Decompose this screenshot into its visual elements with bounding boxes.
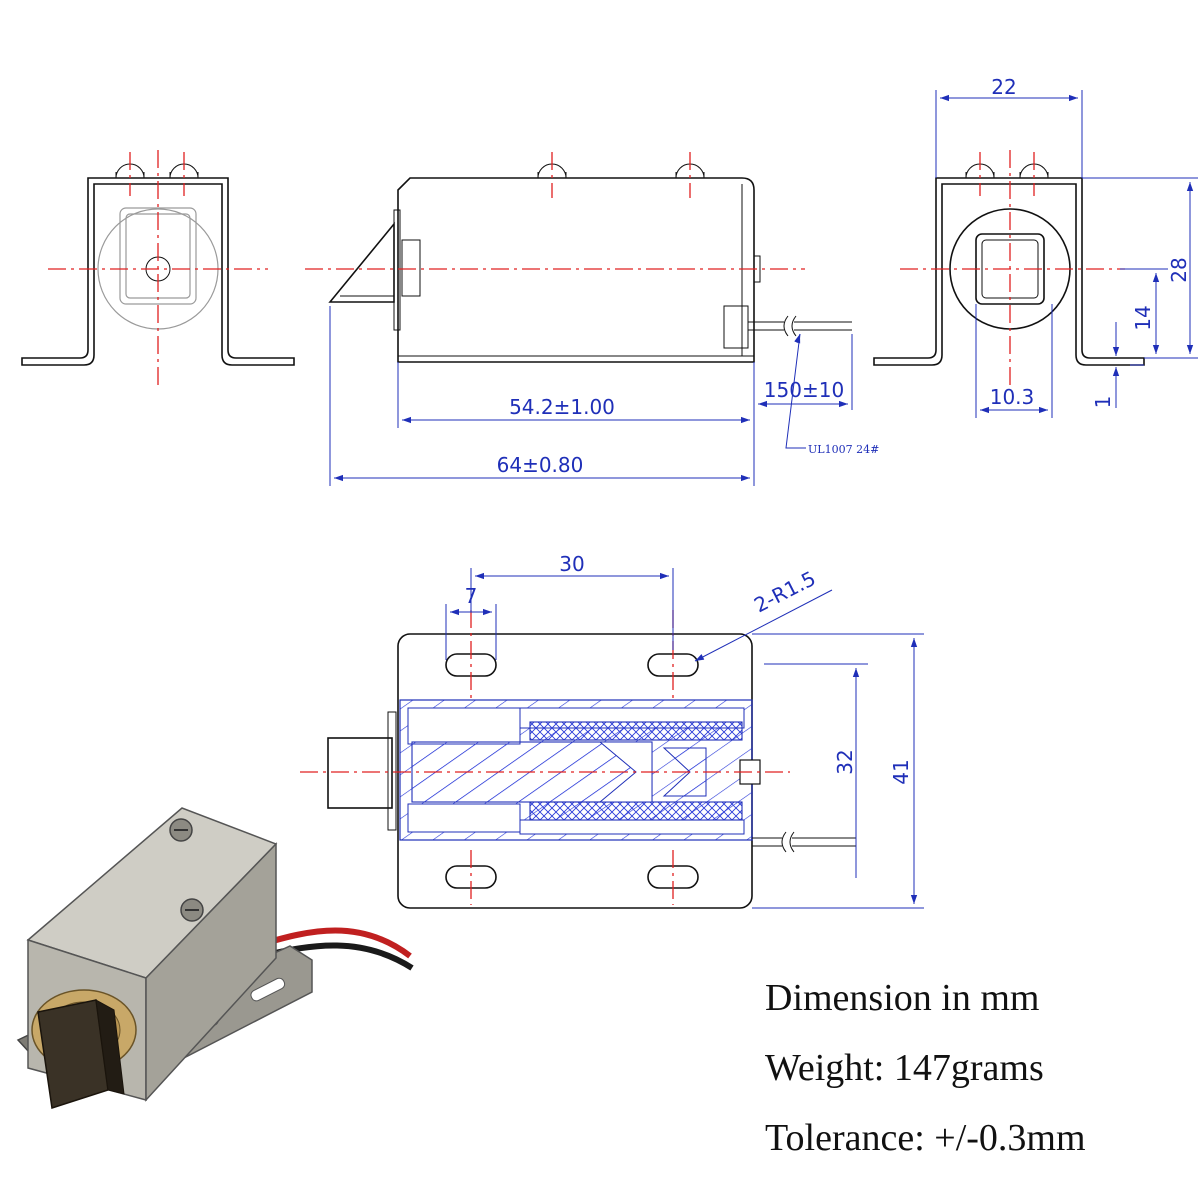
wire-spec-label: UL1007 24#: [808, 443, 879, 456]
dim-square-10-3: 10.3: [990, 385, 1035, 409]
dim-base-1: 1: [1091, 396, 1115, 409]
dim-width-22: 22: [991, 75, 1016, 99]
dim-body-length: 54.2±1.00: [509, 395, 615, 419]
dim-height-14: 14: [1131, 305, 1155, 330]
product-photo: [16, 807, 414, 1109]
rear-view-dimensions: [935, 90, 1198, 418]
dim-slot-width: 7: [465, 584, 478, 608]
units-note: Dimension in mm: [765, 977, 1040, 1019]
dim-lead-length: 150±10: [764, 378, 844, 402]
weight-note: Weight: 147grams: [765, 1047, 1044, 1089]
specification-notes: Dimension in mm Weight: 147grams Toleran…: [765, 975, 1185, 1185]
front-view: [21, 150, 295, 385]
section-view: [300, 610, 856, 909]
dim-outer-height: 41: [889, 759, 913, 784]
rear-view: [873, 150, 1145, 385]
dim-total-length: 64±0.80: [497, 453, 584, 477]
side-view-dimensions: [329, 306, 853, 486]
dim-slot-radius: 2-R1.5: [750, 566, 819, 617]
tolerance-note: Tolerance: +/-0.3mm: [765, 1117, 1086, 1159]
dim-inner-height: 32: [833, 749, 857, 774]
section-view-dimensions: [445, 568, 924, 909]
dim-hole-spacing: 30: [559, 552, 584, 576]
dim-height-28: 28: [1167, 257, 1191, 282]
side-view: [305, 152, 852, 363]
